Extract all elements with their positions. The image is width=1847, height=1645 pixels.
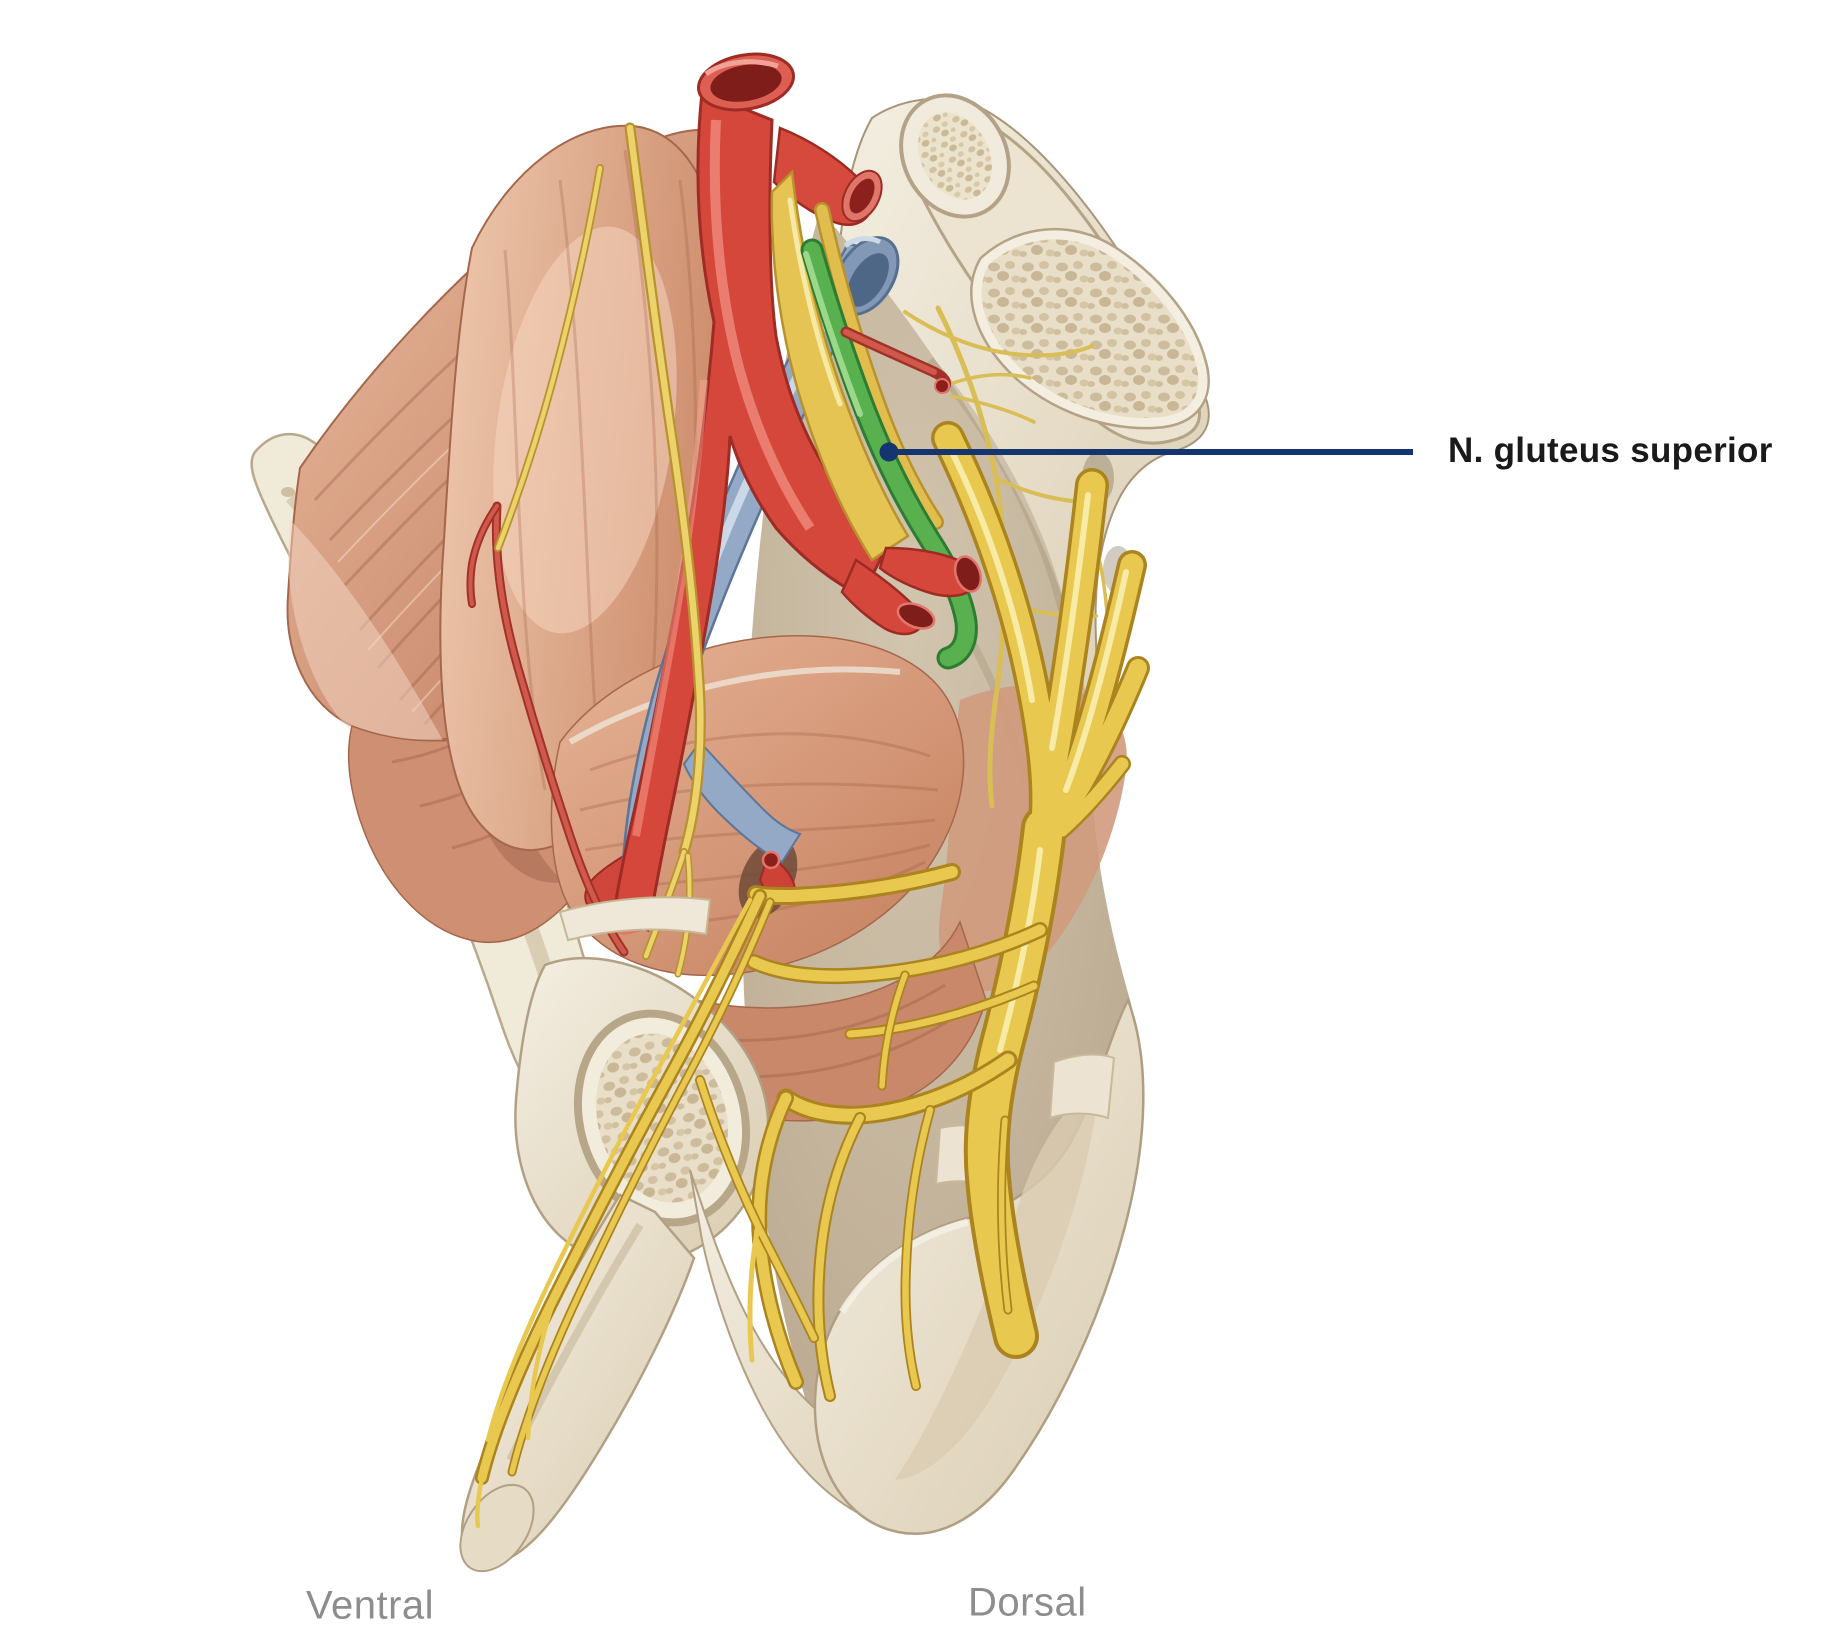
- sacral-plexus-group: [474, 421, 1150, 1529]
- arteries-group: [466, 52, 886, 957]
- bone-overlay-group: [558, 896, 712, 942]
- annotation-group: [879, 442, 1413, 462]
- arteries-front-group: [758, 326, 983, 900]
- orientation-label-dorsal: Dorsal: [968, 1580, 1087, 1625]
- orientation-label-ventral: Ventral: [306, 1583, 435, 1628]
- structure-label: N. gluteus superior: [1448, 431, 1773, 471]
- annotation-dot: [879, 442, 899, 462]
- superior-gluteal-nerve-highlight[interactable]: [800, 238, 978, 670]
